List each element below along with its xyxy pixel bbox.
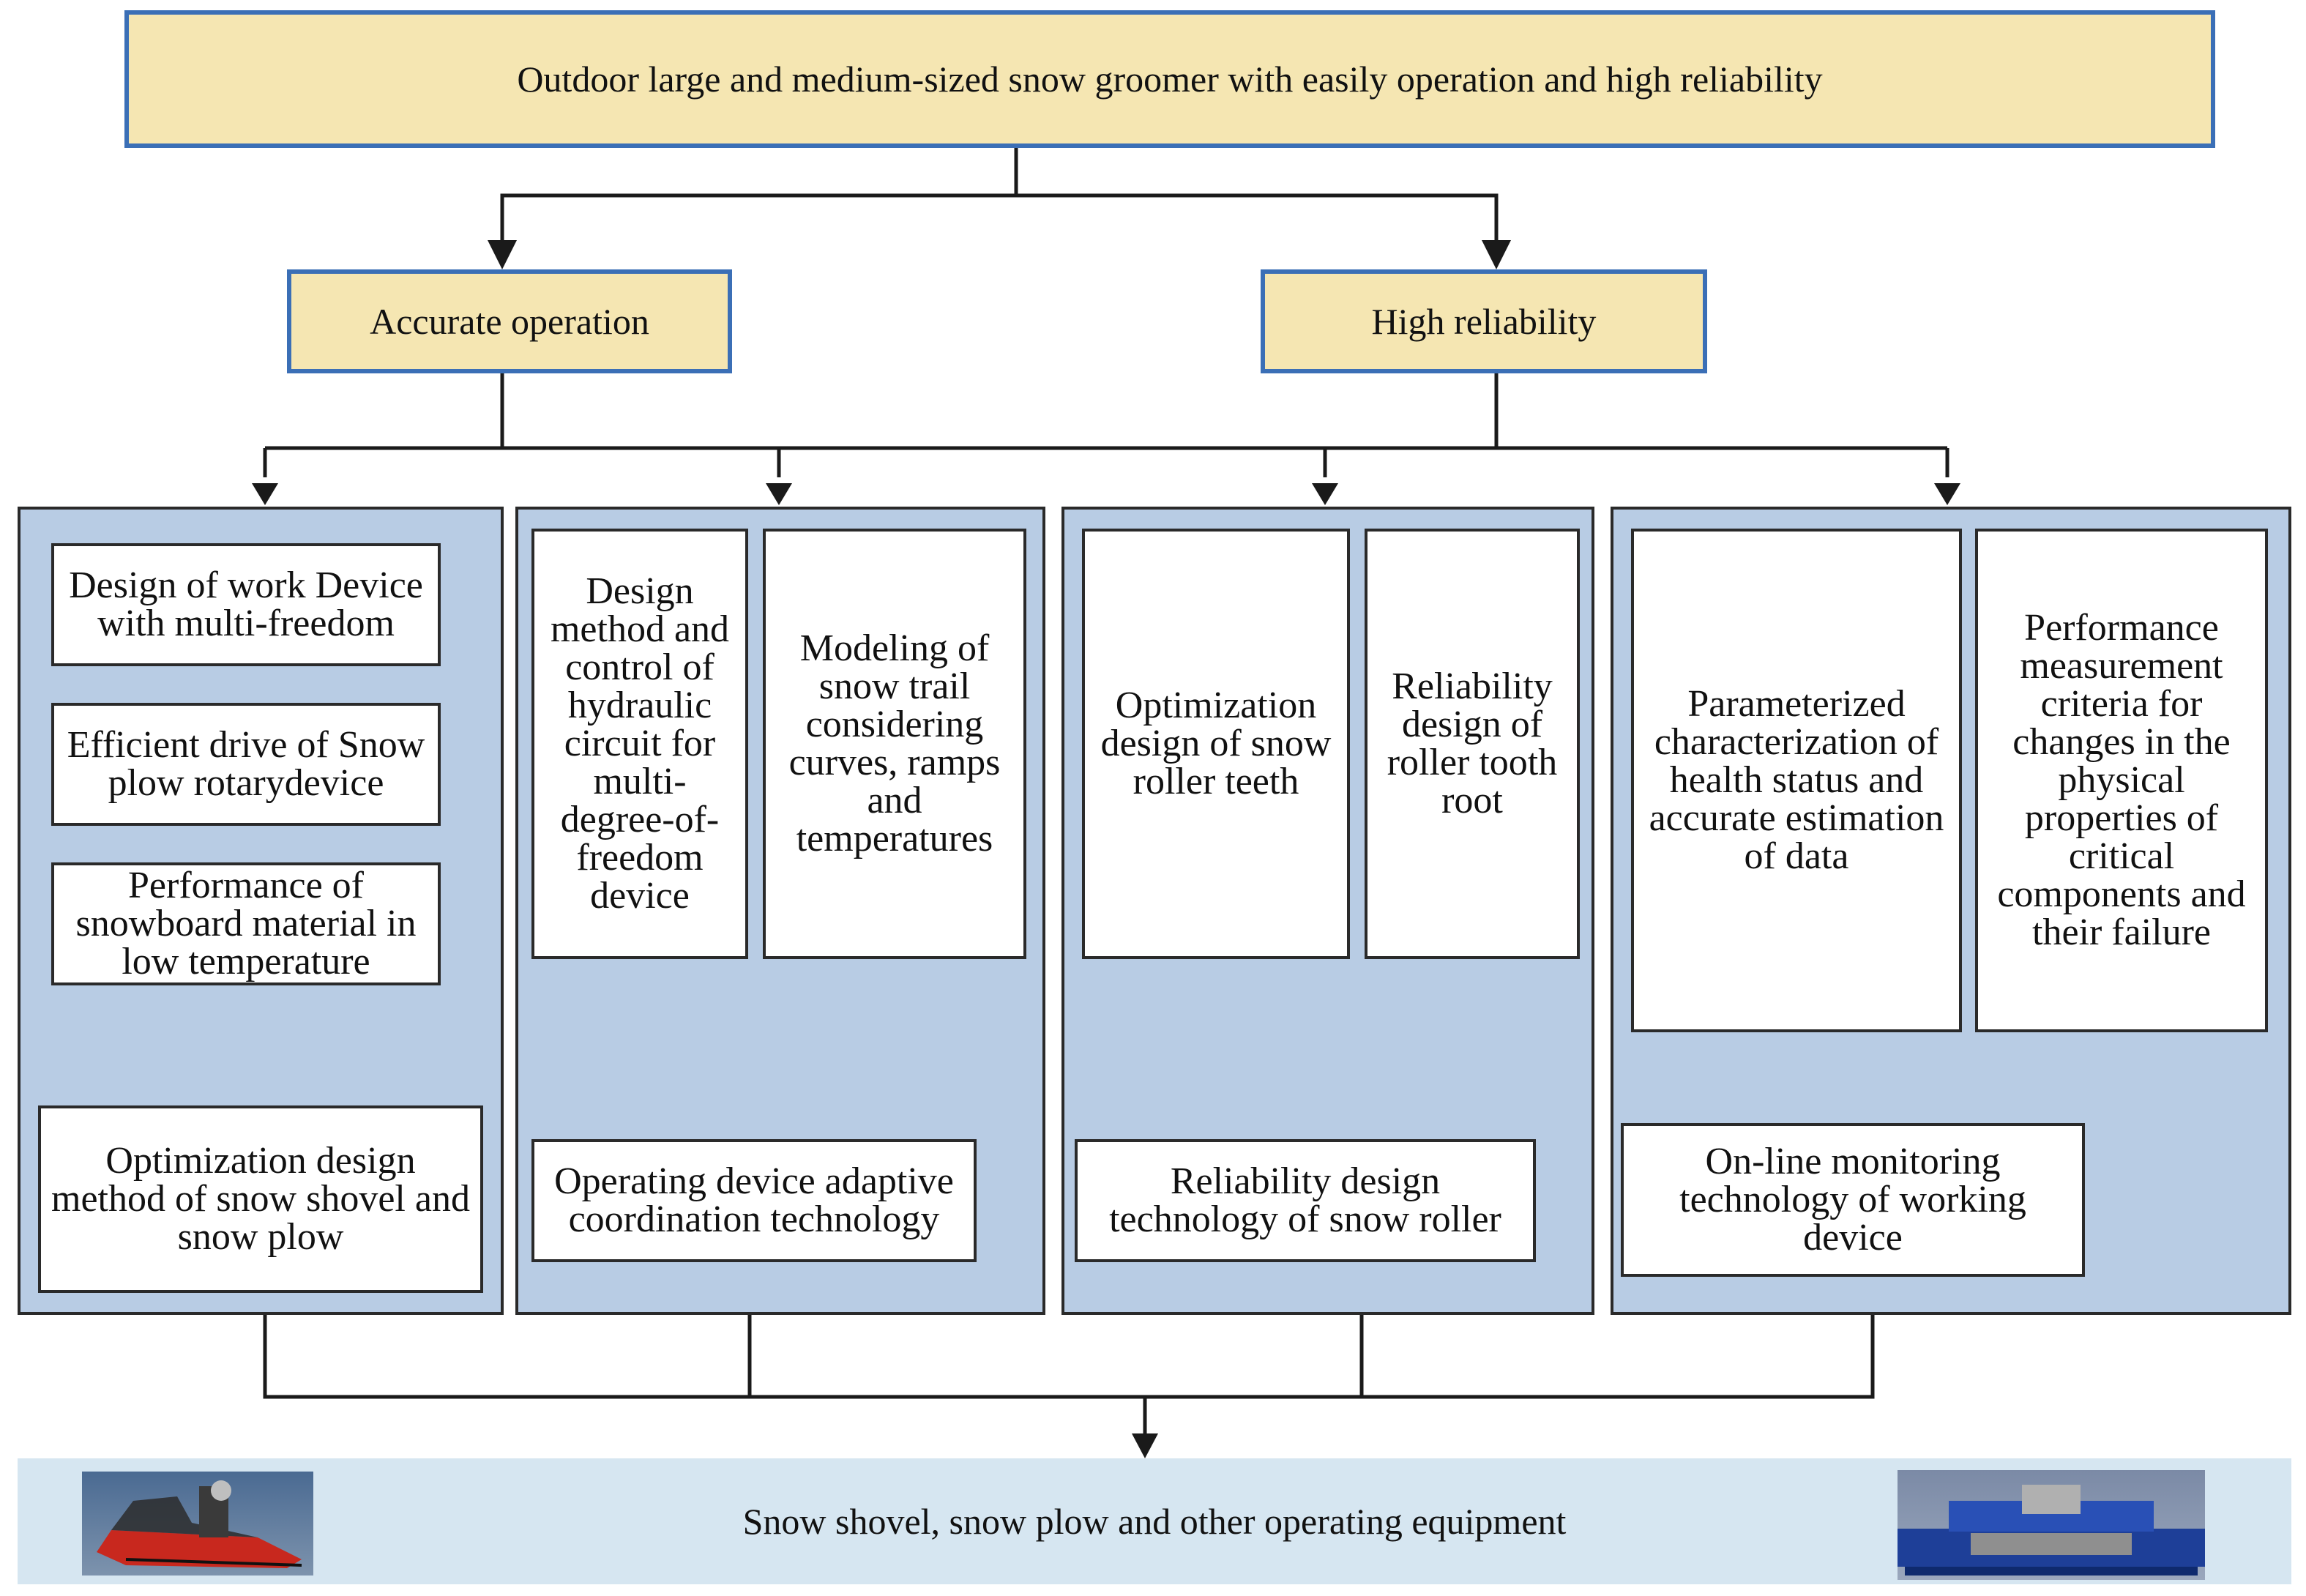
adaptive-coordination-box: Operating device adaptive coordination t… <box>531 1139 977 1262</box>
online-monitoring-box: On-line monitoring technology of working… <box>1621 1123 2085 1277</box>
equipment-label: Snow shovel, snow plow and other operati… <box>742 1501 1567 1542</box>
shovel-plow-optimization-label: Optimization design method of snow shove… <box>51 1140 470 1258</box>
health-status-characterization-box: Parameterized characterization of health… <box>1631 529 1962 1032</box>
health-status-characterization-label: Parameterized characterization of health… <box>1649 683 1944 877</box>
snow-plow-drive-box: Efficient drive of Snow plow rotarydevic… <box>51 703 441 826</box>
adaptive-coordination-label: Operating device adaptive coordination t… <box>554 1160 954 1240</box>
roller-teeth-optimization-box: Optimization design of snow roller teeth <box>1082 529 1350 959</box>
tooth-root-reliability-box: Reliability design of roller tooth root <box>1365 529 1580 959</box>
roller-teeth-optimization-label: Optimization design of snow roller teeth <box>1100 685 1332 802</box>
tooth-root-reliability-label: Reliability design of roller tooth root <box>1387 665 1558 821</box>
goal-label: Outdoor large and medium-sized snow groo… <box>517 59 1823 100</box>
performance-criteria-label: Performance measurement criteria for cha… <box>1997 607 2246 953</box>
accurate-operation-box: Accurate operation <box>287 269 732 373</box>
snow-shovel-image <box>82 1472 313 1576</box>
snow-trail-modeling-box: Modeling of snow trail considering curve… <box>763 529 1026 959</box>
performance-criteria-box: Performance measurement criteria for cha… <box>1975 529 2268 1032</box>
goal-box: Outdoor large and medium-sized snow groo… <box>124 10 2215 148</box>
online-monitoring-label: On-line monitoring technology of working… <box>1679 1141 2026 1258</box>
snow-roller-image <box>1898 1470 2205 1580</box>
high-reliability-label: High reliability <box>1371 301 1597 342</box>
hydraulic-circuit-design-box: Design method and control of hydraulic c… <box>531 529 748 959</box>
work-device-design-box: Design of work Device with multi-freedom <box>51 543 441 666</box>
snow-plow-drive-label: Efficient drive of Snow plow rotarydevic… <box>67 724 425 804</box>
shovel-plow-optimization-box: Optimization design method of snow shove… <box>38 1105 483 1293</box>
snow-trail-modeling-label: Modeling of snow trail considering curve… <box>788 627 1001 859</box>
roller-reliability-technology-box: Reliability design technology of snow ro… <box>1075 1139 1536 1262</box>
snowboard-material-box: Performance of snowboard material in low… <box>51 862 441 985</box>
accurate-operation-label: Accurate operation <box>370 301 649 342</box>
snowboard-material-label: Performance of snowboard material in low… <box>75 865 417 982</box>
roller-reliability-technology-label: Reliability design technology of snow ro… <box>1109 1160 1501 1240</box>
hydraulic-circuit-design-label: Design method and control of hydraulic c… <box>550 570 730 917</box>
high-reliability-box: High reliability <box>1261 269 1707 373</box>
work-device-design-label: Design of work Device with multi-freedom <box>69 564 423 644</box>
